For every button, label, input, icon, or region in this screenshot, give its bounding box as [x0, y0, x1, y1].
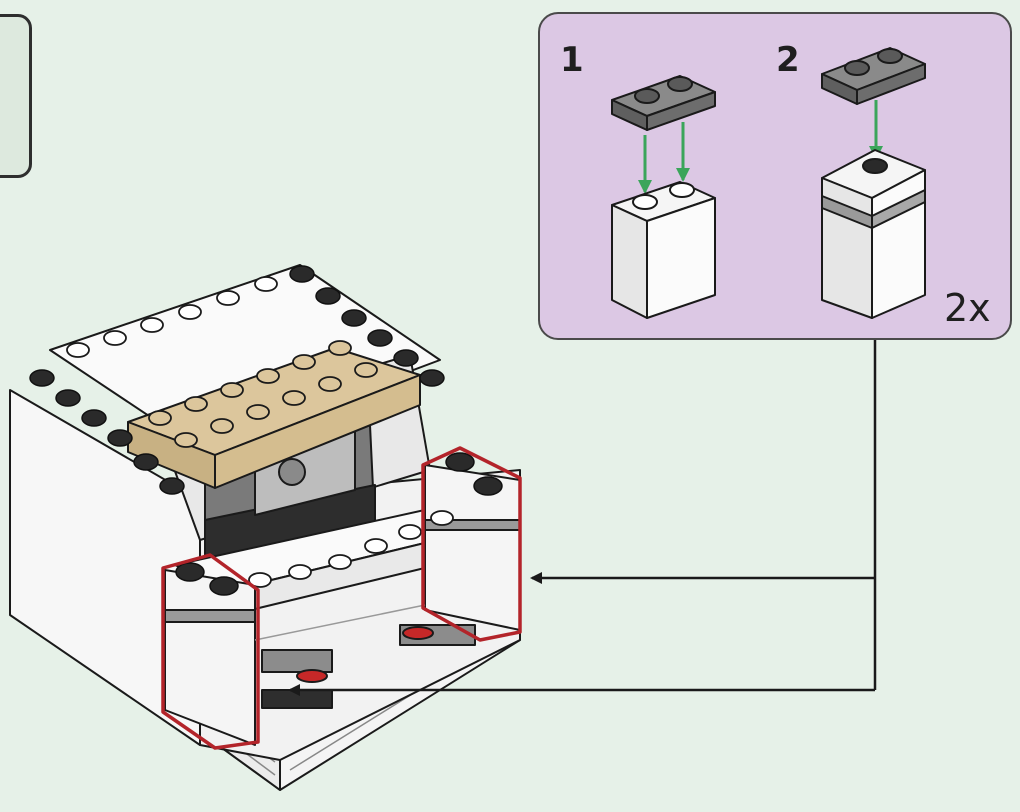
substep-callout: 1 2 2x — [538, 12, 1012, 340]
previous-step-panel — [0, 14, 32, 178]
callout-connector — [288, 338, 877, 696]
highlight-left-column — [161, 553, 260, 750]
substep-number-2: 2 — [776, 40, 800, 80]
substep-number-1: 1 — [560, 40, 584, 80]
tan-plate-studs — [148, 340, 378, 448]
highlight-outlines — [161, 446, 522, 750]
model-studs-black — [29, 265, 503, 596]
lego-model — [9, 264, 521, 791]
highlight-right-column — [421, 446, 522, 642]
model-studs-white — [66, 276, 454, 588]
quantity-multiplier: 2x — [944, 286, 991, 330]
